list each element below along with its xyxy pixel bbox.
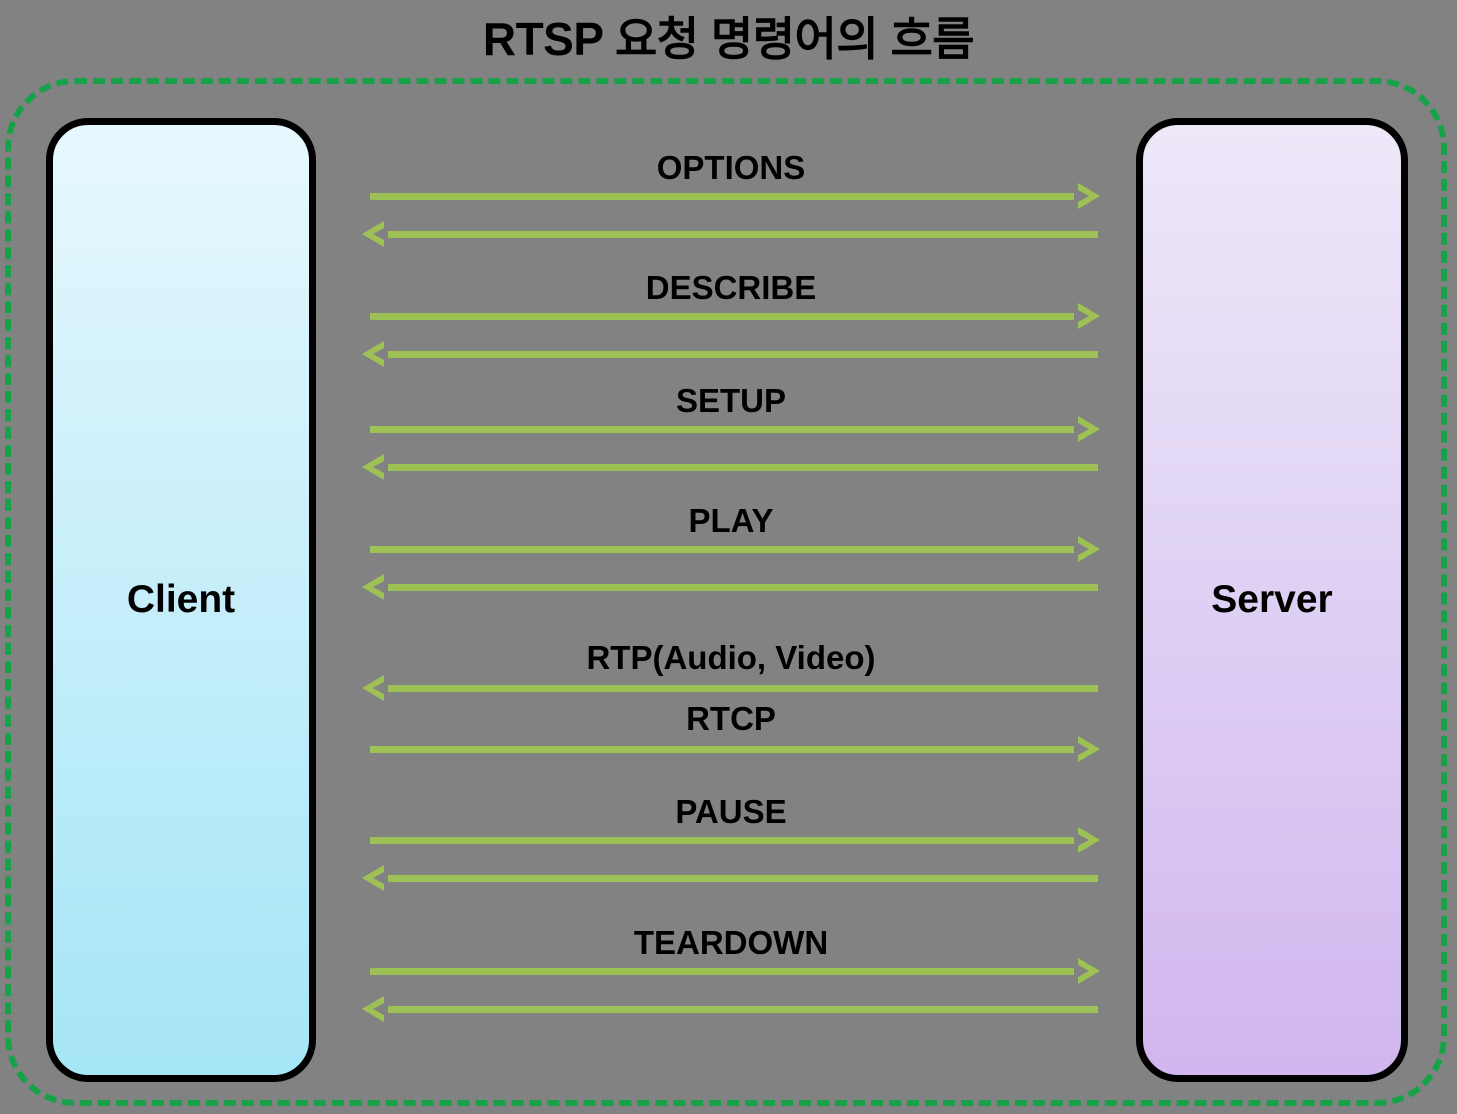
arrow-shaft [388, 685, 1098, 692]
arrow-shaft [370, 968, 1074, 975]
message-label: SETUP [675, 382, 787, 419]
arrow-shaft [388, 584, 1098, 591]
arrow-shaft [370, 193, 1074, 200]
message-label: PAUSE [675, 793, 787, 830]
arrow-right [360, 415, 1102, 443]
arrow-head-left-icon [360, 340, 388, 368]
arrow-right [360, 302, 1102, 330]
arrow-shaft [388, 875, 1098, 882]
arrow-head-left-icon [360, 453, 388, 481]
arrow-right [360, 182, 1102, 210]
arrow-left [360, 674, 1102, 702]
arrow-shaft [370, 746, 1074, 753]
message-label: TEARDOWN [633, 924, 829, 961]
page-title: RTSP 요청 명령어의 흐름 [482, 13, 975, 65]
message-label: OPTIONS [656, 149, 806, 186]
arrow-left [360, 864, 1102, 892]
arrow-shaft [370, 546, 1074, 553]
arrow-head-right-icon [1074, 415, 1102, 443]
arrow-shaft [388, 351, 1098, 358]
client-node-label: Client [126, 578, 236, 621]
arrow-left [360, 220, 1102, 248]
arrow-left [360, 573, 1102, 601]
arrow-head-left-icon [360, 573, 388, 601]
message-label: DESCRIBE [645, 269, 817, 306]
arrow-left [360, 453, 1102, 481]
arrow-right [360, 826, 1102, 854]
client-node: Client [46, 118, 316, 1082]
arrow-head-right-icon [1074, 826, 1102, 854]
arrow-shaft [370, 426, 1074, 433]
arrow-shaft [388, 464, 1098, 471]
arrow-right [360, 957, 1102, 985]
message-label: RTCP [686, 700, 776, 737]
arrow-head-right-icon [1074, 535, 1102, 563]
server-node: Server [1136, 118, 1408, 1082]
arrow-head-right-icon [1074, 735, 1102, 763]
server-node-label: Server [1211, 578, 1333, 621]
arrow-shaft [370, 837, 1074, 844]
arrow-head-left-icon [360, 995, 388, 1023]
arrow-head-right-icon [1074, 302, 1102, 330]
message-label: PLAY [688, 502, 774, 539]
arrow-left [360, 340, 1102, 368]
arrow-right [360, 735, 1102, 763]
arrow-left [360, 995, 1102, 1023]
arrow-head-right-icon [1074, 182, 1102, 210]
message-label: RTP(Audio, Video) [586, 639, 876, 676]
arrow-head-left-icon [360, 674, 388, 702]
arrow-shaft [388, 1006, 1098, 1013]
arrow-head-right-icon [1074, 957, 1102, 985]
message-flow-area: OPTIONS DESCRIBE SETUP PLAY RTP(Audio, Video… [360, 118, 1102, 1082]
arrow-right [360, 535, 1102, 563]
arrow-head-left-icon [360, 864, 388, 892]
arrow-head-left-icon [360, 220, 388, 248]
arrow-shaft [388, 231, 1098, 238]
arrow-shaft [370, 313, 1074, 320]
